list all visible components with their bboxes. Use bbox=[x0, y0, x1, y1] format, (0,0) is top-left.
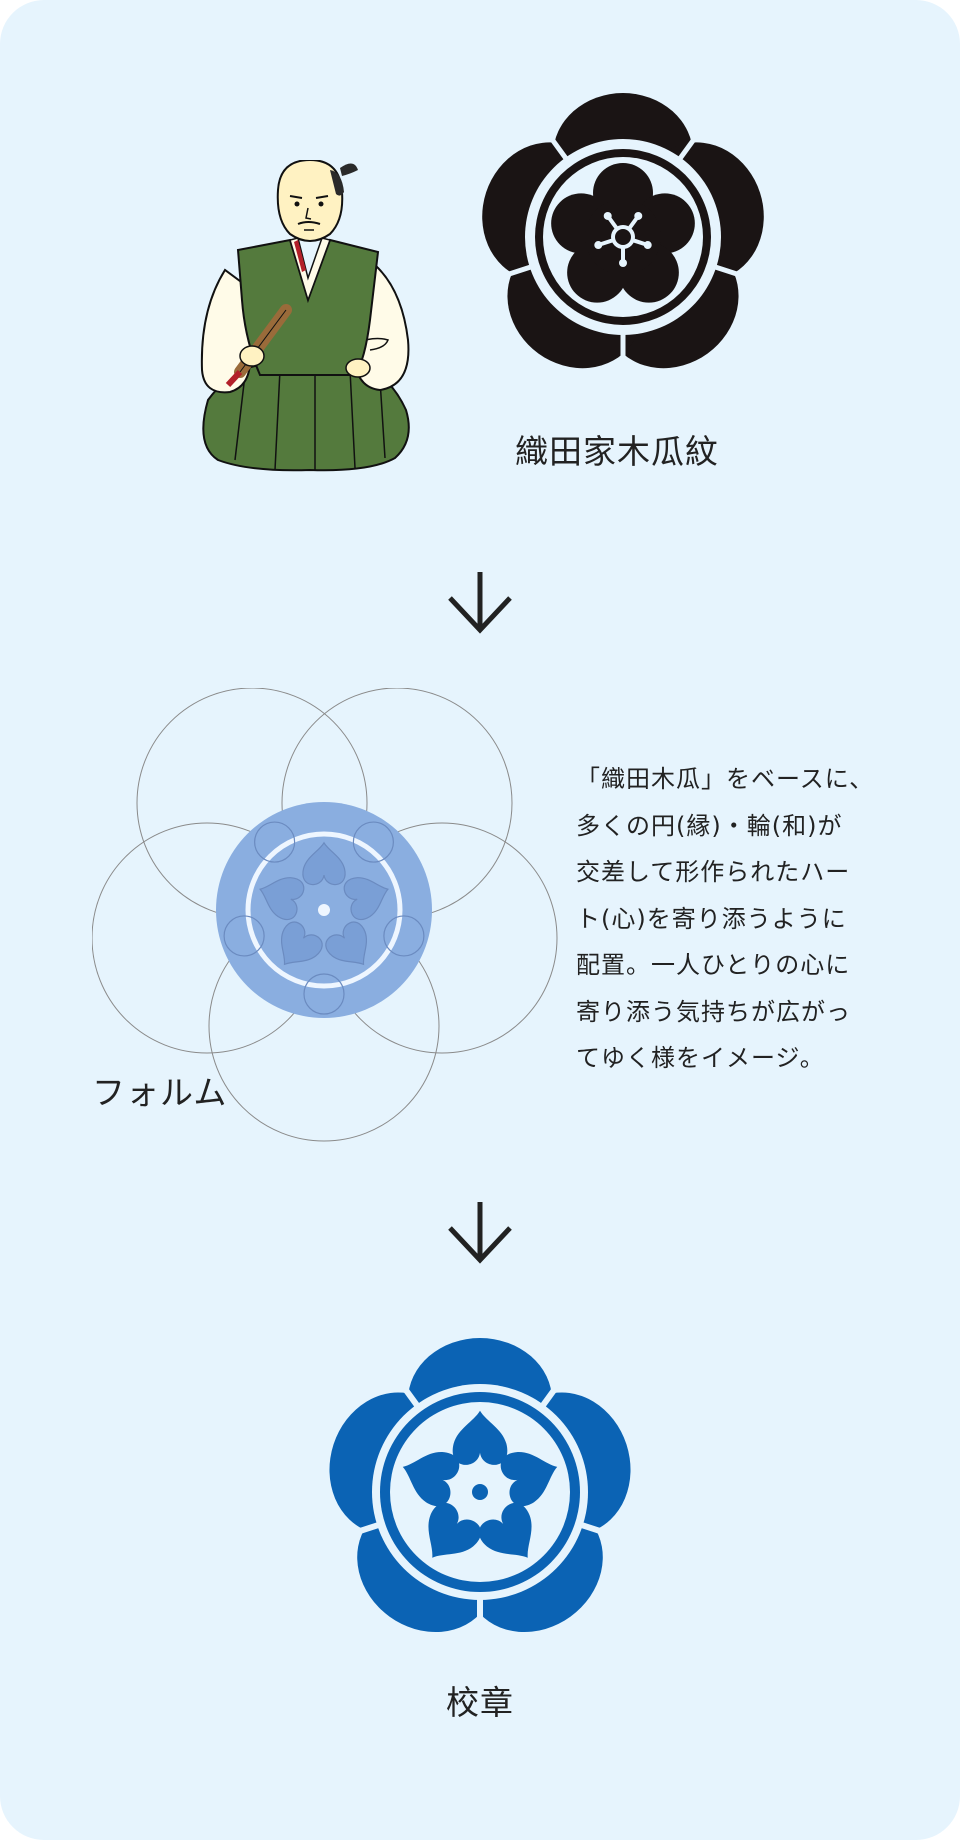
construction-circles-diagram bbox=[92, 688, 562, 1146]
emblem-heart bbox=[402, 1451, 460, 1507]
emblem-heart bbox=[428, 1502, 481, 1558]
arrow-down-icon bbox=[444, 570, 516, 634]
description-line: 配置。一人ひとりの心に bbox=[576, 951, 851, 979]
emblem-heart bbox=[452, 1410, 508, 1465]
emblem-heart bbox=[479, 1502, 532, 1558]
school-emblem-label: 校章 bbox=[446, 1683, 514, 1722]
samurai-illustration bbox=[190, 160, 420, 480]
description-line: 寄り添う気持ちが広がっ bbox=[576, 997, 851, 1026]
description-line: 「織田木瓜」をベースに、 bbox=[576, 765, 875, 793]
description-line: ト(心)を寄り添うように bbox=[576, 904, 847, 933]
school-emblem bbox=[318, 1330, 642, 1654]
emblem-heart bbox=[500, 1451, 558, 1507]
arrow-down-icon bbox=[444, 1200, 516, 1264]
form-label: フォルム bbox=[92, 1073, 228, 1112]
form-crest bbox=[216, 802, 432, 1018]
oda-crest-label: 織田家木瓜紋 bbox=[515, 432, 719, 471]
description-line: 多くの円(縁)・輪(和)が bbox=[576, 811, 843, 840]
description-line: てゆく様をイメージ。 bbox=[576, 1044, 825, 1072]
oda-mokko-crest bbox=[478, 92, 768, 382]
description-line: 交差して形作られたハー bbox=[576, 858, 851, 886]
description-text: 「織田木瓜」をベースに、 多くの円(縁)・輪(和)が 交差して形作られたハー ト… bbox=[576, 756, 916, 1082]
